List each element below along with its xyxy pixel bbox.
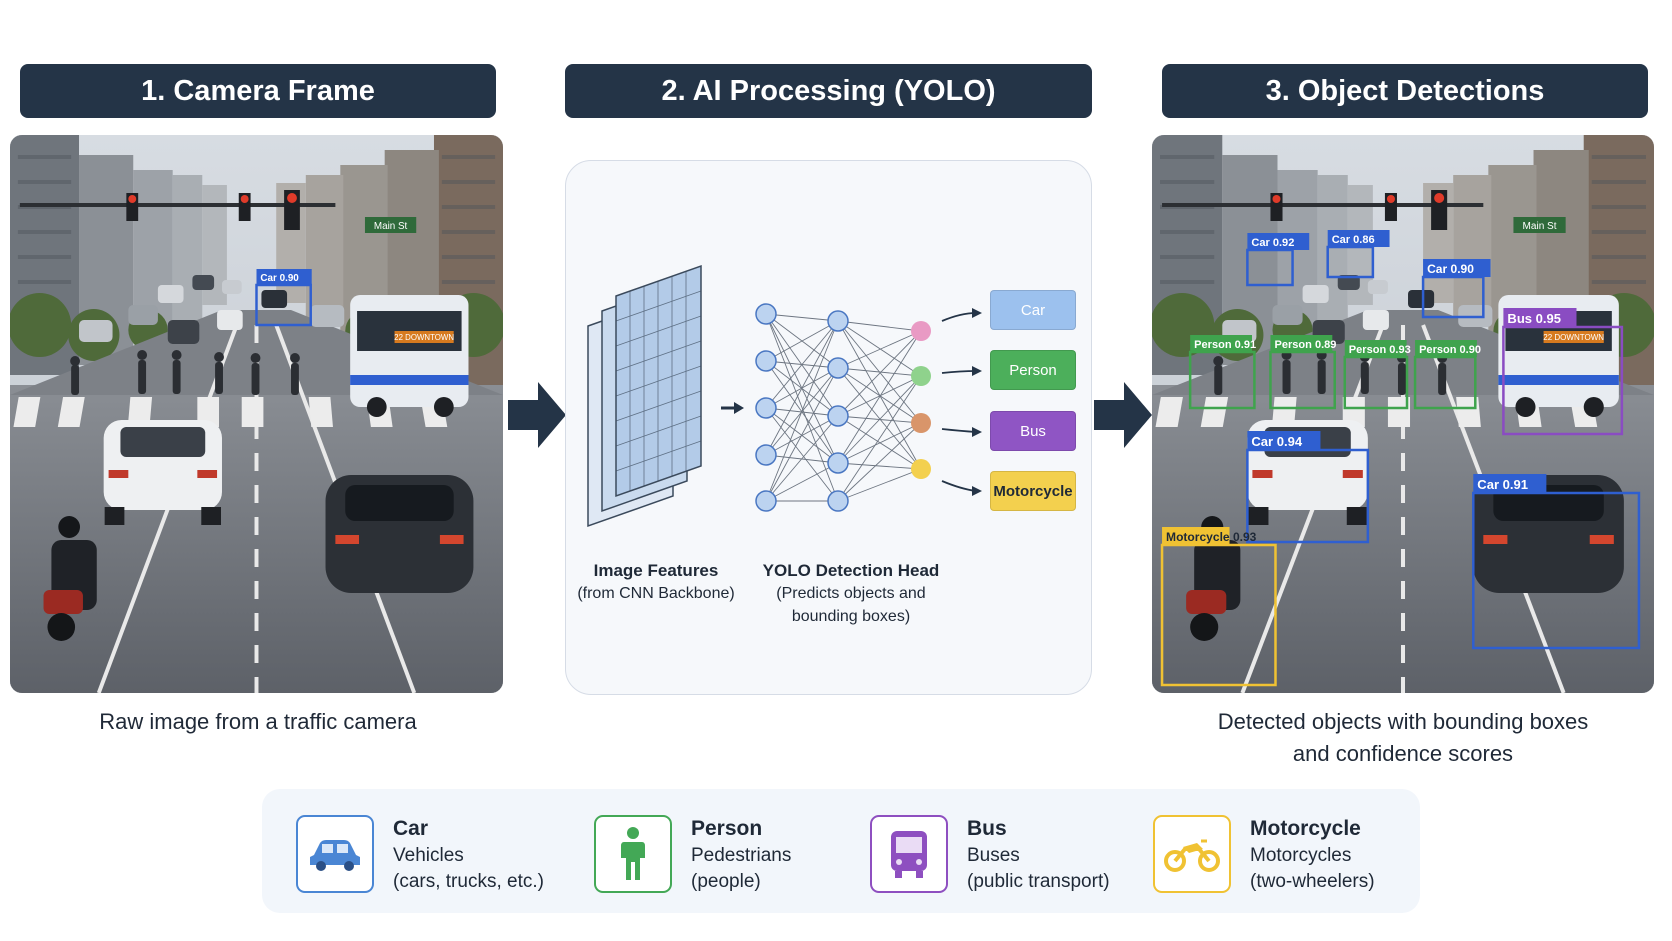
flow-arrow-icon [508,382,566,448]
detection-head-label: YOLO Detection Head (Predicts objects an… [756,559,946,628]
person-icon [594,815,672,893]
ai-processing-panel: Car Person Bus Motorcycle Image Features… [565,160,1092,695]
legend-person-name: Person [691,817,763,840]
detection-car-5-label: Car 0.91 [1477,477,1528,492]
detection-car-2-label: Car 0.86 [1332,234,1375,246]
legend-car-line1: Vehicles [393,845,464,866]
detection-person-1-label: Person 0.91 [1194,339,1256,351]
legend-motorcycle-name: Motorcycle [1250,817,1361,840]
class-car-output: Car [990,290,1076,330]
detection-car-1-label: Car 0.92 [1251,237,1294,249]
detection-person-3-label: Person 0.93 [1349,344,1411,356]
legend-bus-name: Bus [967,817,1007,840]
street-sign-text: Main St [1523,221,1557,232]
bus-icon [870,815,948,893]
class-legend: Car Vehicles (cars, trucks, etc.) Person… [262,789,1420,913]
legend-bus-line1: Buses [967,845,1020,866]
detection-person-2-label: Person 0.89 [1274,339,1336,351]
object-detections-caption: Detected objects with bounding boxes and… [1152,706,1654,770]
class-bus-output: Bus [990,411,1076,451]
detection-car-3-label: Car 0.90 [1427,262,1474,276]
object-detections-title: 3. Object Detections [1162,64,1648,118]
detection-motorcycle-label: Motorcycle 0.93 [1166,530,1257,544]
car-icon [296,815,374,893]
detection-car-4-label: Car 0.94 [1251,434,1303,449]
detection-car-inset-label: Car 0.90 [260,273,299,284]
detection-car-2: Car 0.86 [1326,230,1390,279]
street-scene: Main St 22 DOWNTOWN [1152,135,1654,693]
legend-person-line1: Pedestrians [691,845,792,866]
image-features-subtitle: (from CNN Backbone) [577,585,735,602]
detection-head-title: YOLO Detection Head [762,561,940,580]
flow-arrow-icon [1094,382,1152,448]
detection-person-4: Person 0.90 [1413,340,1481,410]
class-motorcycle-output: Motorcycle [990,471,1076,511]
legend-car-line2: (cars, trucks, etc.) [393,871,544,892]
legend-bus-line2: (public transport) [967,871,1110,892]
detection-head-subtitle-1: (Predicts objects and [776,585,926,602]
detection-car-3: Car 0.90 [1421,259,1491,319]
detection-bus-label: Bus 0.95 [1507,311,1561,326]
legend-car-name: Car [393,817,429,840]
feature-maps [587,264,702,528]
detection-person-2: Person 0.89 [1269,335,1336,410]
legend-motorcycle-line1: Motorcycles [1250,845,1352,866]
camera-frame-title: 1. Camera Frame [20,64,496,118]
detection-head-subtitle-2: bounding boxes) [791,608,911,625]
bus-destination-text: 22 DOWNTOWN [1543,333,1604,342]
detection-car-5: Car 0.91 [1472,474,1641,650]
yolo-network-diagram [587,264,982,528]
camera-frame-caption: Raw image from a traffic camera [99,709,417,734]
detection-person-4-label: Person 0.90 [1419,344,1481,356]
image-features-title: Image Features [593,561,719,580]
detection-car-4: Car 0.94 [1246,431,1370,544]
caption-line-1: Detected objects with bounding boxes [1217,709,1589,734]
detection-motorcycle: Motorcycle 0.93 [1160,527,1277,687]
street-sign-text: Main St [374,221,408,232]
detection-person-3: Person 0.93 [1343,340,1411,410]
object-detections-image: Main St 22 DOWNTOWN [1152,135,1654,693]
ai-processing-title: 2. AI Processing (YOLO) [565,64,1092,118]
detection-person-1: Person 0.91 [1188,335,1256,410]
bus-destination-text: 22 DOWNTOWN [394,333,454,342]
legend-person-line2: (people) [691,871,761,892]
motorcycle-icon [1153,815,1231,893]
camera-frame-image: Main St 22 DOWNTOWN [10,135,503,693]
street-scene: Main St 22 DOWNTOWN [10,135,503,693]
class-person-output: Person [990,350,1076,390]
legend-motorcycle-line2: (two-wheelers) [1250,871,1375,892]
detection-car-inset: Car 0.90 [255,269,312,327]
caption-line-2: and confidence scores [1292,741,1514,766]
detection-bus: Bus 0.95 [1502,308,1624,436]
detection-car-1: Car 0.92 [1246,233,1310,287]
image-features-label: Image Features (from CNN Backbone) [571,559,741,605]
